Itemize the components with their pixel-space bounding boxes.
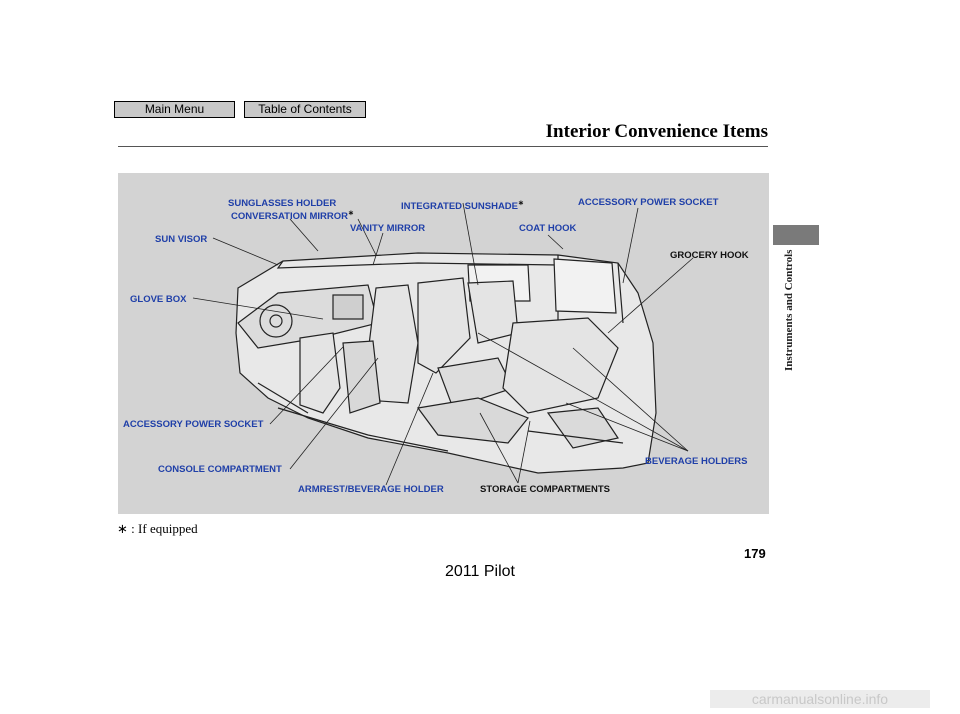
footnote-text: If equipped (138, 521, 198, 536)
callout-storage-compartments: STORAGE COMPARTMENTS (480, 484, 611, 495)
table-of-contents-button[interactable]: Table of Contents (244, 101, 366, 118)
main-menu-button[interactable]: Main Menu (114, 101, 235, 118)
watermark: carmanualsonline.info (710, 690, 930, 708)
callout-accessory-power-socket-top: ACCESSORY POWER SOCKET (578, 197, 719, 208)
page-title: Interior Convenience Items (545, 121, 768, 142)
callout-armrest-beverage-holder: ARMREST/BEVERAGE HOLDER (298, 484, 444, 495)
section-tab-marker (773, 225, 819, 245)
callout-beverage-holders: BEVERAGE HOLDERS (645, 456, 748, 467)
page-number: 179 (744, 546, 766, 561)
callout-console-compartment: CONSOLE COMPARTMENT (158, 464, 282, 475)
callout-sun-visor: SUN VISOR (155, 234, 208, 245)
callout-sunglasses-holder: SUNGLASSES HOLDER (228, 198, 337, 209)
section-label: Instruments and Controls (783, 250, 795, 372)
interior-illustration: SUNGLASSES HOLDER CONVERSATION MIRROR∗ I… (118, 173, 769, 514)
title-divider (118, 146, 768, 147)
callout-conversation-mirror: CONVERSATION MIRROR∗ (231, 210, 354, 223)
callout-grocery-hook: GROCERY HOOK (670, 250, 749, 261)
footnote-symbol: ∗ (117, 521, 128, 536)
callout-glove-box: GLOVE BOX (130, 294, 187, 305)
vehicle-interior-drawing (192, 202, 694, 486)
footer-model: 2011 Pilot (445, 563, 515, 580)
callout-integrated-sunshade: INTEGRATED SUNSHADE∗ (401, 200, 524, 213)
footnote-separator: : (131, 521, 135, 536)
callout-accessory-power-socket-left: ACCESSORY POWER SOCKET (123, 419, 264, 430)
callout-coat-hook: COAT HOOK (519, 223, 577, 234)
callout-vanity-mirror: VANITY MIRROR (350, 223, 426, 234)
footnote: ∗ : If equipped (117, 521, 198, 537)
